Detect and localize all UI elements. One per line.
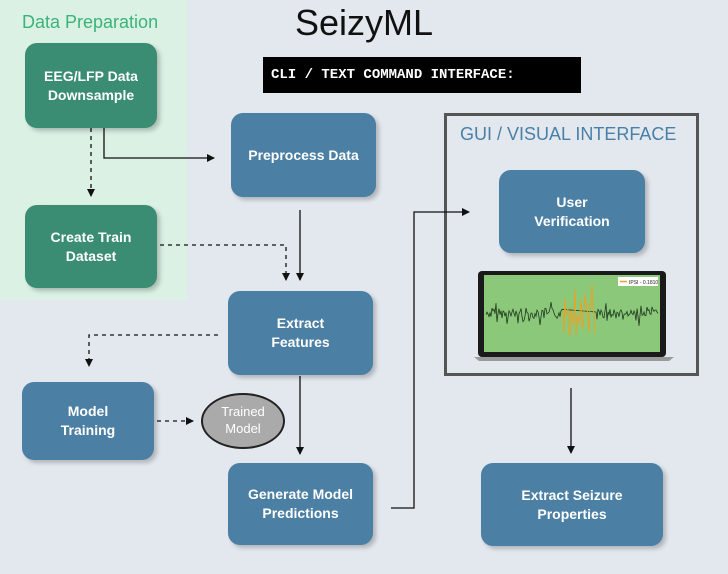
node-preprocess-data: Preprocess Data (231, 113, 376, 197)
seizure-trace-line (562, 285, 596, 337)
node-label: EEG/LFP Data Downsample (44, 67, 138, 103)
cli-interface-label: CLI / TEXT COMMAND INTERFACE: (263, 57, 581, 93)
gui-interface-frame (444, 113, 699, 376)
laptop-screen (484, 275, 660, 352)
arrow-features-to-model-training (85, 334, 218, 367)
page-title: SeizyML (294, 2, 434, 43)
node-label: Model Training (60, 403, 116, 438)
screen-legend-text: IPSI - 0.1810 (629, 280, 658, 286)
screen-legend-box (618, 277, 658, 286)
node-extract-seizure-properties: Extract Seizure Properties (481, 463, 663, 546)
node-label: User Verification (534, 193, 610, 229)
node-model-training: Model Training (22, 382, 154, 460)
node-label: Extract Features (271, 315, 330, 350)
node-label: Extract Seizure Properties (521, 486, 623, 522)
gui-interface-title: GUI / VISUAL INTERFACE (460, 124, 677, 144)
node-eeg-lfp-downsample: EEG/LFP Data Downsample (25, 43, 157, 128)
arrow-predictions-to-verification (391, 208, 470, 509)
data-preparation-title: Data Preparation (22, 12, 159, 32)
node-generate-model-predictions: Generate Model Predictions (228, 463, 373, 545)
node-label: Create Train Dataset (50, 228, 132, 264)
node-create-train-dataset: Create Train Dataset (25, 205, 157, 288)
arrow-train-dataset-to-features (160, 244, 290, 281)
arrow-downsample-to-preprocess (103, 128, 215, 162)
eeg-trace-line (485, 301, 659, 326)
node-label: Preprocess Data (248, 146, 359, 163)
node-label: Generate Model Predictions (247, 486, 354, 521)
laptop-base (474, 357, 674, 361)
node-trained-model: Trained Model (201, 393, 285, 449)
node-user-verification: User Verification (499, 170, 645, 253)
node-label: Trained Model (221, 404, 265, 436)
node-extract-features: Extract Features (228, 291, 373, 375)
laptop-eeg-trace-illustration: IPSI - 0.1810 (474, 271, 674, 361)
